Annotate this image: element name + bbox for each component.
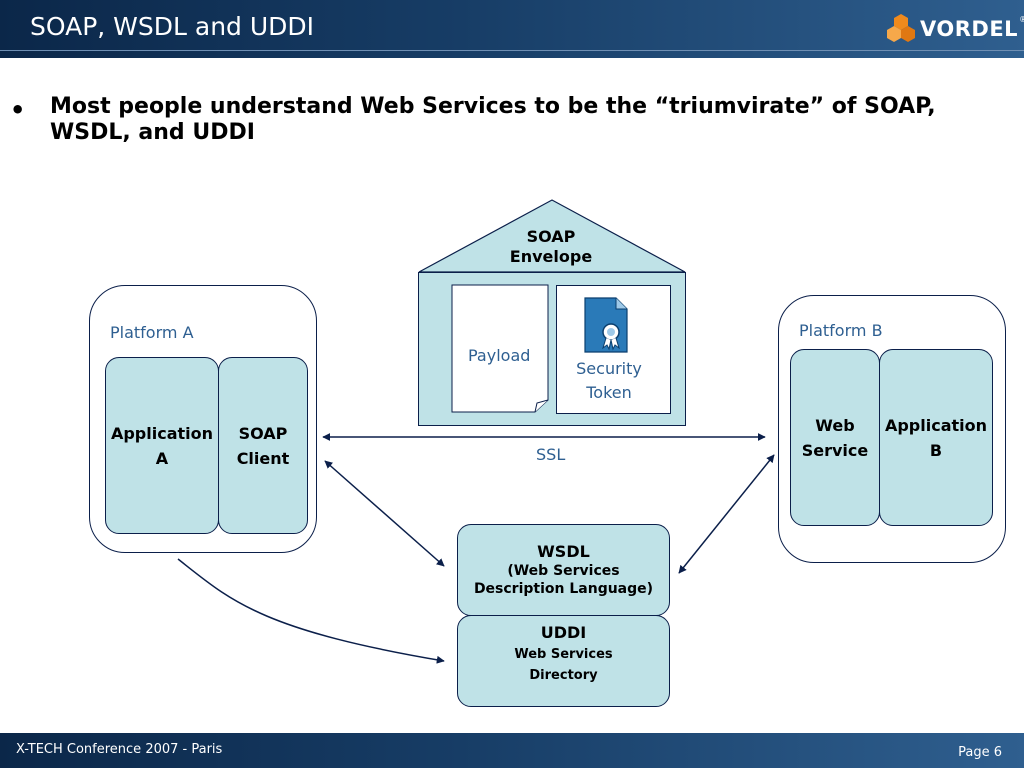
envelope-title-line1: SOAP [526, 227, 576, 246]
platform-a-to-uddi-arrow [177, 558, 445, 664]
application-a-line2: A [155, 448, 169, 468]
payload-label: Payload [468, 346, 531, 365]
ssl-label: SSL [536, 445, 566, 464]
bullet-text: Most people understand Web Services to b… [50, 94, 936, 145]
slide-title: SOAP, WSDL and UDDI [30, 12, 315, 41]
footer-conference: X-TECH Conference 2007 - Paris [16, 742, 223, 757]
wsdl-subtitle-line1: (Web Services [507, 563, 620, 579]
payload-page-icon [451, 284, 549, 413]
application-b-line1: Application [884, 416, 988, 435]
platform-b-label: Platform B [799, 321, 883, 340]
title-bar: SOAP, WSDL and UDDI VORDEL ® [0, 0, 1024, 58]
wsdl-subtitle-line2: Description Language) [473, 581, 654, 597]
wsdl-title: WSDL [537, 542, 590, 561]
application-a-box: Application A [105, 357, 219, 534]
uddi-subtitle-line2: Directory [529, 668, 598, 683]
envelope-title-line2: Envelope [509, 247, 593, 266]
registered-mark: ® [1019, 14, 1024, 24]
title-rule [0, 50, 1024, 51]
security-token-line1: Security [576, 359, 642, 378]
footer-page-number: Page 6 [958, 745, 1002, 760]
bullet-icon: • [10, 96, 26, 124]
uddi-title: UDDI [540, 623, 587, 642]
vordel-logo: VORDEL ® [886, 12, 1024, 46]
footer-bar: X-TECH Conference 2007 - Paris Page 6 [0, 733, 1024, 768]
web-service-to-wsdl-arrow [678, 454, 775, 574]
wsdl-box: WSDL (Web Services Description Language) [457, 524, 670, 616]
web-service-line2: Service [801, 441, 869, 460]
uddi-box: UDDI Web Services Directory [457, 615, 670, 707]
platform-a-label: Platform A [110, 323, 194, 342]
application-b-box: Application B [879, 349, 993, 526]
soap-client-line1: SOAP [238, 423, 288, 443]
certificate-icon [584, 297, 628, 353]
soap-client-box: SOAP Client [218, 357, 308, 534]
envelope-title: SOAP Envelope [486, 227, 616, 267]
security-token-line2: Token [586, 383, 632, 402]
web-service-line1: Web [815, 416, 855, 435]
security-token-label: Security Token [556, 357, 662, 405]
application-a-line1: Application [110, 423, 214, 443]
hexagon-cluster-icon [887, 14, 915, 42]
web-service-box: Web Service [790, 349, 880, 526]
soap-client-to-wsdl-arrow [324, 460, 445, 567]
application-b-line2: B [929, 441, 943, 460]
logo-text: VORDEL [920, 17, 1019, 41]
uddi-subtitle-line1: Web Services [514, 647, 613, 662]
soap-client-line2: Client [236, 448, 290, 468]
